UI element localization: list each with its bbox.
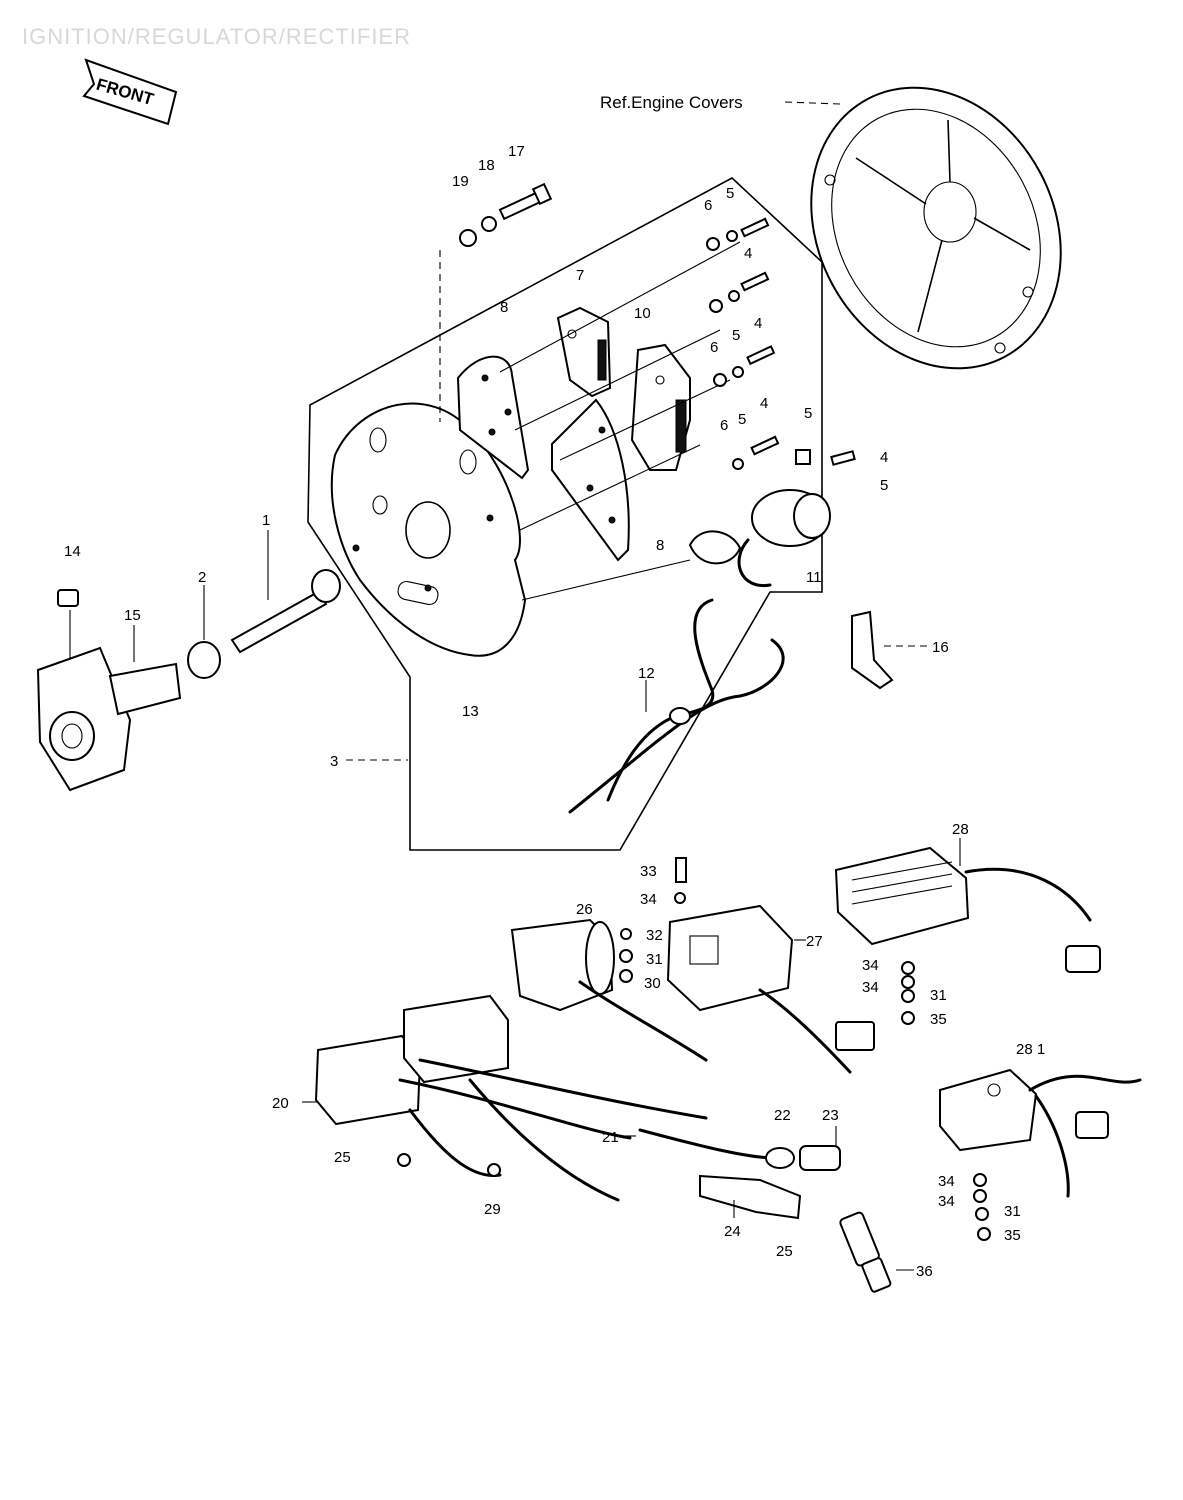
screw-set (706, 217, 856, 470)
bracket-16 (851, 610, 894, 690)
lower-leaders (302, 838, 961, 1218)
callout-4c: 4 (760, 395, 768, 412)
callout-8a: 8 (500, 299, 508, 316)
ignition-coil-26 (510, 918, 708, 1062)
callout-6c: 6 (720, 417, 728, 434)
callout-8b: 8 (656, 537, 664, 554)
callout-32: 32 (646, 927, 663, 944)
ref-engine-covers: Ref.Engine Covers (600, 93, 743, 112)
callout-17: 17 (508, 143, 525, 160)
engine-cover (810, 86, 1062, 370)
advancer-shaft (230, 569, 341, 654)
callout-18: 18 (478, 157, 495, 174)
spark-plug-36 (839, 1211, 892, 1293)
callout-5e: 5 (880, 477, 888, 494)
timing-plate-right (551, 398, 630, 562)
callout-11: 11 (806, 569, 822, 586)
lead-wire-12 (568, 598, 785, 814)
pin-14 (57, 589, 79, 607)
ref-leader (784, 101, 841, 105)
callout-35b: 35 (1004, 1227, 1021, 1244)
callout-34d: 34 (938, 1173, 955, 1190)
callout-5b: 5 (732, 327, 740, 344)
callout-2: 2 (198, 569, 206, 586)
callout-1: 1 (262, 512, 270, 529)
advancer-housing (36, 646, 182, 792)
callout-13: 13 (462, 703, 479, 720)
contact-breaker-7 (556, 306, 612, 398)
bolt-washer-set (459, 182, 553, 247)
callout-34a: 34 (640, 891, 657, 908)
callout-12: 12 (638, 665, 655, 682)
plug-cap (638, 1128, 841, 1171)
callout-28-1: 28 1 (1016, 1041, 1045, 1058)
unit-27 (666, 904, 875, 1074)
callout-20: 20 (272, 1095, 289, 1112)
callout-5c: 5 (738, 411, 746, 428)
regulator-28 (834, 846, 1101, 973)
callout-27: 27 (806, 933, 823, 950)
callout-25b: 25 (776, 1243, 793, 1260)
callout-22: 22 (774, 1107, 791, 1124)
lower-fasteners (397, 857, 991, 1241)
callout-15: 15 (124, 607, 141, 624)
callout-31c: 31 (1004, 1203, 1021, 1220)
callout-4a: 4 (744, 245, 752, 262)
callout-34c: 34 (862, 979, 879, 996)
callout-19: 19 (452, 173, 469, 190)
callout-16: 16 (932, 639, 949, 656)
callout-31a: 31 (646, 951, 663, 968)
contact-breaker-10 (630, 343, 691, 471)
rectifier-28-1 (939, 1068, 1142, 1198)
callout-24: 24 (724, 1223, 741, 1240)
callout-6a: 6 (704, 197, 712, 214)
callout-26: 26 (576, 901, 593, 918)
callout-5d: 5 (804, 405, 812, 422)
part-24-boot (699, 1174, 802, 1220)
part-2-bushing (187, 641, 221, 679)
callouts: 1 2 3 4 4 4 4 5 5 5 5 5 6 6 6 7 8 8 10 1… (64, 143, 1045, 1280)
callout-29: 29 (484, 1201, 501, 1218)
callout-6b: 6 (710, 339, 718, 356)
callout-23: 23 (822, 1107, 839, 1124)
callout-4d: 4 (880, 449, 888, 466)
base-plate (330, 402, 527, 657)
callout-33: 33 (640, 863, 657, 880)
callout-10: 10 (634, 305, 651, 322)
callout-5a: 5 (726, 185, 734, 202)
callout-21: 21 (602, 1129, 619, 1146)
front-arrow-badge: FRONT (82, 58, 178, 126)
callout-31b: 31 (930, 987, 947, 1004)
condenser-11 (688, 489, 831, 587)
callout-4b: 4 (754, 315, 762, 332)
callout-36: 36 (916, 1263, 933, 1280)
timing-plate-left (456, 355, 530, 480)
assembly-3-outline (307, 177, 823, 851)
callout-3: 3 (330, 753, 338, 770)
callout-14: 14 (64, 543, 81, 560)
callout-30: 30 (644, 975, 661, 992)
callout-28: 28 (952, 821, 969, 838)
callout-35a: 35 (930, 1011, 947, 1028)
ignition-coil-20 (314, 994, 708, 1202)
callout-25a: 25 (334, 1149, 351, 1166)
callout-34b: 34 (862, 957, 879, 974)
callout-34e: 34 (938, 1193, 955, 1210)
callout-7: 7 (576, 267, 584, 284)
diagram-title: IGNITION/REGULATOR/RECTIFIER (22, 24, 411, 49)
assembly-leaders (439, 241, 741, 601)
